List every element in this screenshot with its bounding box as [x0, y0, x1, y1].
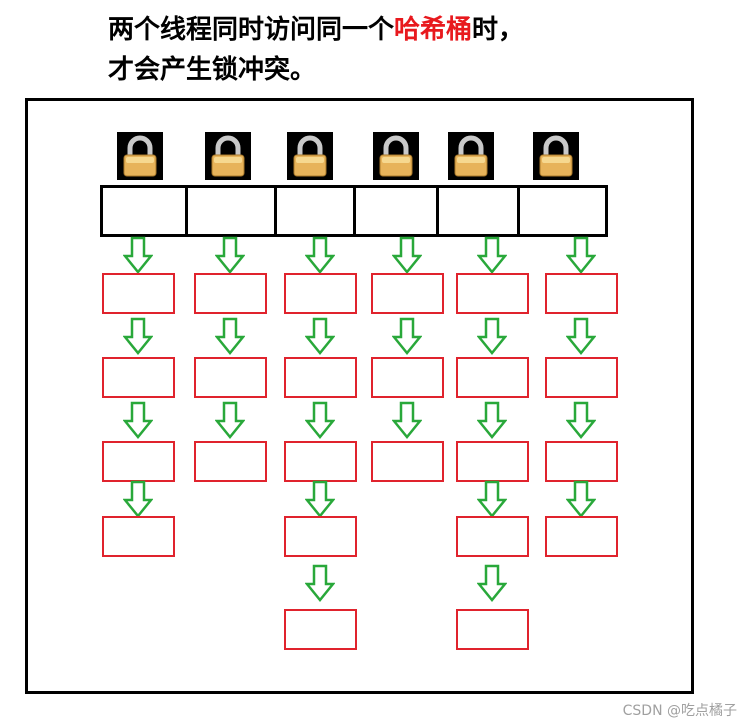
chain-node — [101, 516, 175, 557]
chain-node — [455, 273, 529, 314]
down-arrow-icon — [304, 564, 336, 606]
lock-icon — [373, 132, 419, 180]
chain-node — [370, 441, 444, 482]
down-arrow-icon — [565, 480, 597, 522]
caption: 两个线程同时访问同一个哈希桶时， 才会产生锁冲突。 — [108, 10, 728, 90]
chain-node — [193, 441, 267, 482]
chain-node — [544, 273, 618, 314]
down-arrow-icon — [122, 317, 154, 359]
chain-node — [101, 357, 175, 398]
bucket-6 — [520, 188, 605, 234]
chain-node — [370, 357, 444, 398]
down-arrow-icon — [122, 480, 154, 522]
bucket-5 — [439, 188, 520, 234]
caption-line-1: 两个线程同时访问同一个哈希桶时， — [108, 10, 728, 50]
bucket-array — [100, 185, 608, 237]
chain-node — [455, 609, 529, 650]
chain-node — [283, 273, 357, 314]
down-arrow-icon — [214, 236, 246, 278]
chain-node — [455, 441, 529, 482]
lock-icon — [117, 132, 163, 180]
chain-node — [370, 273, 444, 314]
caption-suffix: 时， — [472, 15, 525, 45]
down-arrow-icon — [476, 236, 508, 278]
down-arrow-icon — [565, 236, 597, 278]
chain-node — [283, 516, 357, 557]
lock-icon — [287, 132, 333, 180]
down-arrow-icon — [214, 317, 246, 359]
down-arrow-icon — [304, 317, 336, 359]
down-arrow-icon — [476, 401, 508, 443]
chain-node — [544, 357, 618, 398]
chain-node — [283, 357, 357, 398]
down-arrow-icon — [391, 236, 423, 278]
hash-table-frame — [25, 98, 694, 694]
caption-line-2: 才会产生锁冲突。 — [108, 55, 317, 85]
lock-icon — [205, 132, 251, 180]
chain-node — [283, 441, 357, 482]
lock-icon — [533, 132, 579, 180]
down-arrow-icon — [122, 236, 154, 278]
lock-icon — [448, 132, 494, 180]
bucket-2 — [188, 188, 277, 234]
chain-node — [193, 357, 267, 398]
down-arrow-icon — [391, 317, 423, 359]
down-arrow-icon — [304, 236, 336, 278]
watermark: CSDN @吃点橘子 — [622, 703, 737, 719]
down-arrow-icon — [304, 480, 336, 522]
down-arrow-icon — [476, 480, 508, 522]
bucket-4 — [356, 188, 439, 234]
chain-node — [101, 441, 175, 482]
chain-node — [283, 609, 357, 650]
down-arrow-icon — [476, 564, 508, 606]
caption-highlight: 哈希桶 — [394, 15, 473, 45]
chain-node — [544, 516, 618, 557]
caption-prefix: 两个线程同时访问同一个 — [108, 15, 395, 45]
down-arrow-icon — [391, 401, 423, 443]
chain-node — [101, 273, 175, 314]
down-arrow-icon — [304, 401, 336, 443]
down-arrow-icon — [476, 317, 508, 359]
chain-node — [544, 441, 618, 482]
chain-node — [455, 357, 529, 398]
bucket-1 — [103, 188, 188, 234]
chain-node — [193, 273, 267, 314]
down-arrow-icon — [565, 317, 597, 359]
down-arrow-icon — [214, 401, 246, 443]
down-arrow-icon — [122, 401, 154, 443]
down-arrow-icon — [565, 401, 597, 443]
chain-node — [455, 516, 529, 557]
bucket-3 — [277, 188, 356, 234]
